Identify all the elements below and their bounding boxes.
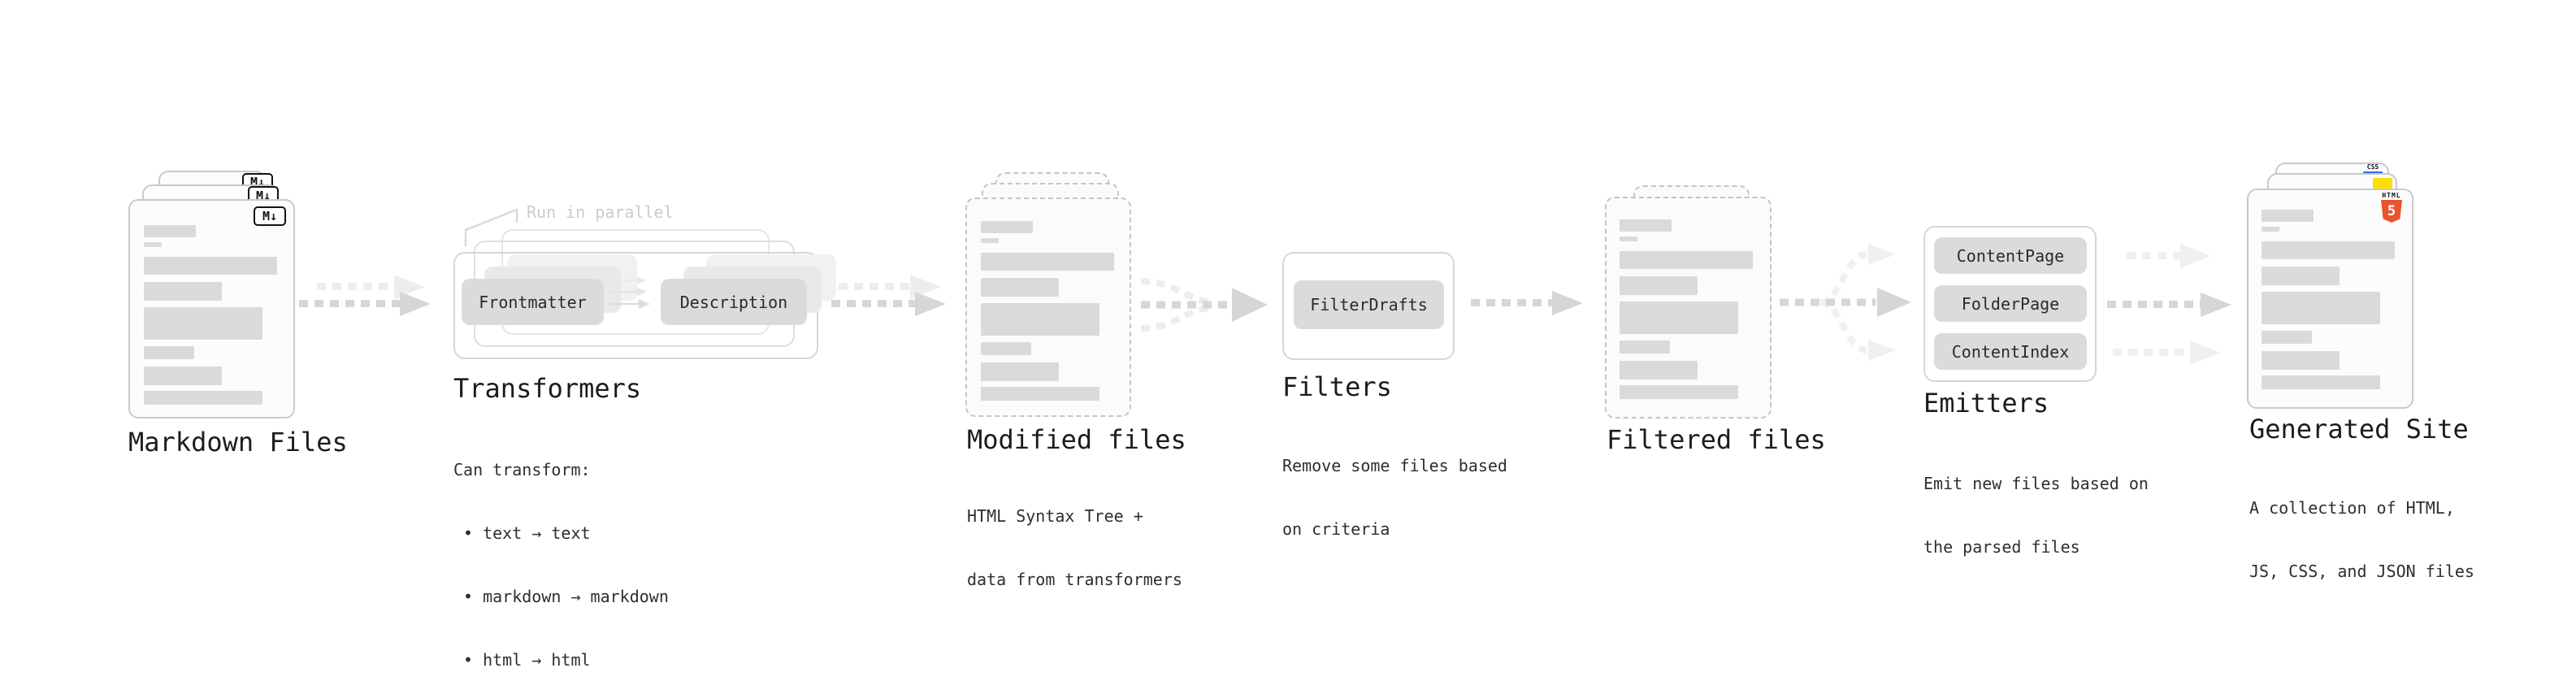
emitters-label: Emitters	[1923, 388, 2049, 419]
arrow-emitters-to-site-top	[2127, 252, 2180, 259]
emitters-note-line: Emit new files based on	[1923, 474, 2149, 493]
transformer-frontmatter-chip: Frontmatter	[462, 279, 604, 325]
filters-note-line: Remove some files based	[1282, 456, 1507, 475]
generated-site-note-line: JS, CSS, and JSON files	[2249, 562, 2474, 581]
html5-icon-shield: 5	[2381, 200, 2402, 223]
emitters-note-line: the parsed files	[1923, 537, 2080, 557]
arrow-emitters-to-site-bottom	[2113, 349, 2190, 356]
doc-content-placeholder	[2249, 190, 2412, 389]
js-icon	[2373, 178, 2392, 189]
text-line-bar	[981, 278, 1059, 297]
text-line-bar	[1620, 276, 1698, 295]
generated-site-label: Generated Site	[2249, 414, 2469, 445]
emitter-contentindex-chip: ContentIndex	[1934, 333, 2087, 370]
text-line-bar	[981, 221, 1033, 233]
text-line-bar	[2262, 331, 2312, 344]
modified-doc-front	[965, 197, 1131, 417]
transformers-note-bullet: • text → text	[463, 523, 591, 543]
text-line-bar	[2262, 210, 2314, 222]
filters-note: Remove some files based on criteria	[1282, 413, 1507, 582]
text-line-bar	[1620, 301, 1738, 334]
html5-icon: HTML 5	[2379, 192, 2404, 223]
text-line-bar	[2262, 267, 2340, 285]
emitter-contentpage-chip: ContentPage	[1934, 237, 2087, 274]
text-line-bar	[2262, 241, 2395, 259]
text-line-bar	[981, 342, 1031, 355]
arrow-transformers-to-modified-ghost	[839, 283, 910, 290]
text-line-bar	[1620, 236, 1637, 241]
arrow-emitters-to-site-middle	[2107, 301, 2201, 308]
modified-files-label: Modified files	[967, 424, 1186, 455]
parallel-run-arrows-icon	[608, 276, 650, 309]
arrow-transformers-to-modified	[831, 300, 915, 307]
html5-icon-text: HTML	[2382, 192, 2401, 199]
doc-content-placeholder	[967, 199, 1130, 401]
text-line-bar	[1620, 340, 1670, 354]
filters-label: Filters	[1282, 371, 1392, 402]
text-line-bar	[144, 225, 196, 237]
text-line-bar	[981, 303, 1099, 336]
markdown-doc-front	[128, 199, 295, 419]
modified-files-note-line: data from transformers	[967, 570, 1182, 589]
generated-site-note: A collection of HTML, JS, CSS, and JSON …	[2249, 455, 2474, 624]
run-in-parallel-leader-line	[464, 208, 518, 246]
text-line-bar	[144, 346, 194, 359]
text-line-bar	[981, 362, 1059, 381]
modified-files-note: HTML Syntax Tree + data from transformer…	[967, 463, 1182, 632]
text-line-bar	[144, 242, 162, 247]
text-line-bar	[144, 282, 222, 301]
text-line-bar	[2262, 375, 2380, 389]
transformers-note: Can transform: • text → text • markdown …	[453, 417, 669, 681]
text-line-bar	[2262, 292, 2380, 324]
transformers-label: Transformers	[453, 373, 642, 404]
arrow-markdown-to-transformers-ghost	[317, 283, 394, 290]
generated-site-note-line: A collection of HTML,	[2249, 498, 2455, 518]
text-line-bar	[144, 367, 222, 385]
run-in-parallel-annotation: Run in parallel	[527, 202, 674, 222]
text-line-bar	[2262, 351, 2340, 370]
transformer-description-chip: Description	[661, 279, 807, 325]
arrow-markdown-to-transformers	[299, 300, 400, 307]
doc-content-placeholder	[130, 201, 293, 405]
emitter-folderpage-chip: FolderPage	[1934, 285, 2087, 322]
markdown-icon: M↓	[254, 206, 286, 226]
arrow-filtered-to-emitters-split	[1780, 244, 1911, 361]
text-line-bar	[1620, 385, 1738, 399]
css-icon-text: CSS	[2366, 163, 2379, 171]
text-line-bar	[144, 257, 277, 275]
transformers-note-title: Can transform:	[453, 460, 591, 479]
text-line-bar	[981, 238, 999, 243]
text-line-bar	[2262, 227, 2279, 232]
markdown-files-label: Markdown Files	[128, 427, 348, 458]
text-line-bar	[144, 391, 262, 405]
text-line-bar	[981, 387, 1099, 401]
site-doc-front	[2247, 189, 2413, 409]
transformers-note-bullet: • html → html	[463, 650, 591, 670]
modified-files-note-line: HTML Syntax Tree +	[967, 506, 1143, 526]
filters-note-line: on criteria	[1282, 519, 1390, 539]
emitters-note: Emit new files based on the parsed files	[1923, 431, 2149, 600]
text-line-bar	[1620, 251, 1753, 269]
filter-filterdrafts-chip: FilterDrafts	[1294, 280, 1444, 329]
text-line-bar	[144, 307, 262, 340]
text-line-bar	[1620, 361, 1698, 380]
filtered-files-label: Filtered files	[1607, 424, 1826, 455]
doc-content-placeholder	[1607, 198, 1770, 399]
transformers-note-bullet: • markdown → markdown	[463, 587, 669, 606]
filtered-doc-front	[1605, 197, 1772, 419]
arrow-modified-to-filters-merge	[1140, 278, 1268, 332]
arrow-filters-to-filtered	[1471, 299, 1552, 306]
text-line-bar	[1620, 219, 1672, 232]
text-line-bar	[981, 253, 1114, 271]
